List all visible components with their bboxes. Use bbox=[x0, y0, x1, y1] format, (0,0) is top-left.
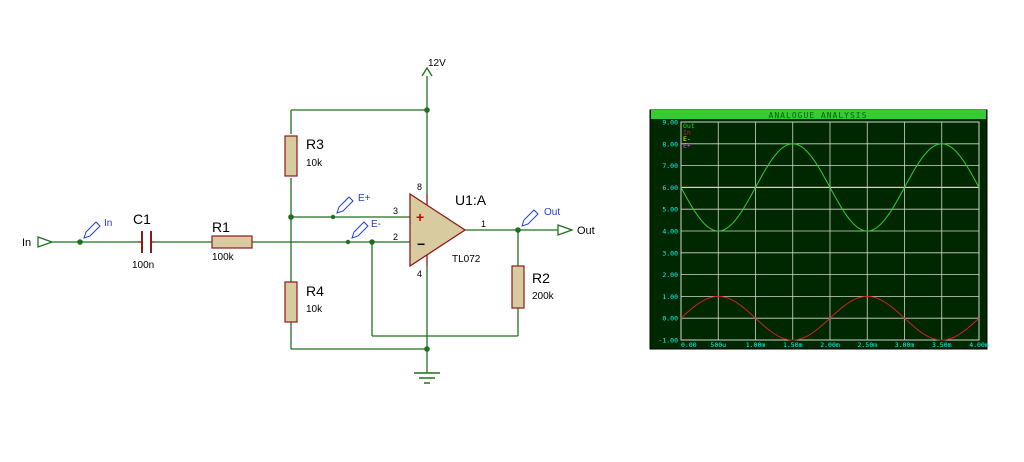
junctions bbox=[77, 107, 521, 352]
y-tick-label: 4.00 bbox=[662, 228, 678, 236]
x-tick-label: 4.00m bbox=[969, 341, 989, 349]
x-tick-label: 1.00m bbox=[746, 341, 766, 349]
output-terminal-arrow bbox=[557, 224, 574, 236]
x-tick-label: 2.50m bbox=[857, 341, 877, 349]
pin-noninv: 3 bbox=[393, 206, 398, 216]
resistor-r2: R2 200k bbox=[511, 265, 555, 309]
wires bbox=[52, 76, 558, 373]
probe-in: In bbox=[83, 218, 112, 239]
plot-grid bbox=[680, 121, 980, 341]
r2-ref: R2 bbox=[532, 270, 550, 286]
r4-value: 10k bbox=[306, 304, 323, 315]
x-axis-ticks: 0.00 500u 1.00m 1.50m 2.00m 2.50m 3.00m 3.50m 4.… bbox=[681, 341, 989, 349]
pin-gnd: 4 bbox=[417, 269, 422, 279]
schematic: In Out In E+ E- Out C1 100n bbox=[22, 58, 595, 384]
c1-value: 100n bbox=[132, 260, 154, 271]
x-tick-label: 3.50m bbox=[932, 341, 952, 349]
probe-eminus: E- bbox=[351, 219, 381, 239]
y-axis-ticks: 9.00 8.00 7.00 6.00 5.00 4.00 3.00 2.00 1.00 0.00… bbox=[658, 119, 678, 345]
ground-symbol bbox=[414, 372, 440, 384]
resistor-r1: R1 100k bbox=[211, 219, 253, 263]
legend-entry: E- bbox=[683, 135, 691, 143]
graph-title-bar bbox=[651, 110, 986, 119]
graph-title: ANALOGUE ANALYSIS bbox=[769, 111, 868, 120]
x-tick-label: 0.00 bbox=[681, 341, 697, 349]
y-tick-label: 0.00 bbox=[662, 315, 678, 323]
opamp-minus: − bbox=[417, 236, 425, 252]
input-terminal-arrow bbox=[37, 236, 54, 248]
input-terminal-label: In bbox=[22, 237, 31, 249]
c1-ref: C1 bbox=[133, 211, 151, 227]
y-tick-label: 6.00 bbox=[662, 184, 678, 192]
opamp-u1a: + − 3 2 1 8 4 U1:A TL072 bbox=[393, 182, 487, 279]
plot-border bbox=[680, 121, 980, 341]
y-tick-label: 5.00 bbox=[662, 206, 678, 214]
x-tick-label: 2.00m bbox=[820, 341, 840, 349]
analogue-analysis-graph: ANALOGUE ANALYSIS 9.00 8.00 7.00 6.00 5.00 4.… bbox=[649, 109, 989, 350]
y-tick-label: 7.00 bbox=[662, 162, 678, 170]
y-tick-label: 9.00 bbox=[662, 119, 678, 127]
r3-ref: R3 bbox=[306, 136, 324, 152]
capacitor-c1: C1 100n bbox=[132, 211, 155, 271]
opamp-ref: U1:A bbox=[455, 192, 487, 208]
r1-value: 100k bbox=[212, 252, 235, 263]
supply-label: 12V bbox=[428, 58, 446, 69]
output-terminal-label: Out bbox=[577, 225, 595, 237]
legend-entry: In bbox=[683, 129, 691, 137]
pin-out: 1 bbox=[481, 219, 486, 229]
trace-in bbox=[680, 295, 980, 341]
probe-eminus-label: E- bbox=[371, 219, 381, 230]
probe-in-label: In bbox=[104, 218, 112, 229]
probe-out-label: Out bbox=[544, 207, 560, 218]
x-tick-label: 1.50m bbox=[783, 341, 803, 349]
pin-inv: 2 bbox=[393, 232, 398, 242]
opamp-plus: + bbox=[416, 209, 424, 225]
opamp-part: TL072 bbox=[452, 254, 481, 265]
legend-entry: Out bbox=[683, 122, 695, 130]
r1-ref: R1 bbox=[212, 219, 230, 235]
resistor-r3: R3 10k bbox=[284, 135, 324, 177]
traces bbox=[680, 143, 980, 341]
r2-value: 200k bbox=[532, 291, 555, 302]
r4-ref: R4 bbox=[306, 283, 324, 299]
y-tick-label: 2.00 bbox=[662, 271, 678, 279]
y-tick-label: 3.00 bbox=[662, 249, 678, 257]
supply-12v: 12V bbox=[421, 58, 446, 77]
y-tick-label: 8.00 bbox=[662, 140, 678, 148]
legend-entry: E+ bbox=[683, 142, 691, 150]
resistor-r4: R4 10k bbox=[284, 281, 324, 323]
y-tick-label: -1.00 bbox=[658, 337, 678, 345]
x-tick-label: 3.00m bbox=[895, 341, 915, 349]
y-tick-label: 1.00 bbox=[662, 293, 678, 301]
probe-out: Out bbox=[521, 207, 560, 227]
x-tick-label: 500u bbox=[710, 341, 726, 349]
probe-eplus-label: E+ bbox=[358, 193, 371, 204]
pin-vcc: 8 bbox=[417, 182, 422, 192]
trace-out bbox=[680, 143, 980, 232]
graph-frame bbox=[649, 109, 988, 350]
probe-eplus: E+ bbox=[336, 193, 371, 214]
r3-value: 10k bbox=[306, 158, 323, 169]
